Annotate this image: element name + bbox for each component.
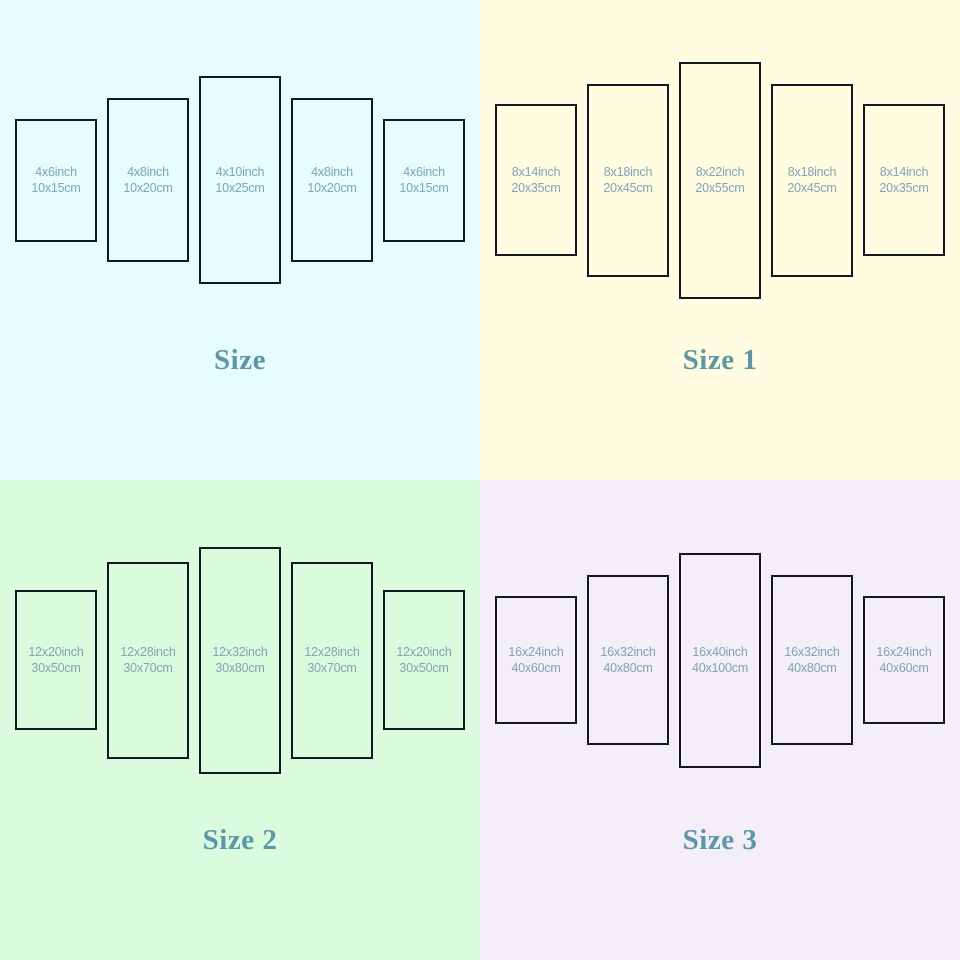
canvas-panel: 16x32inch 40x80cm <box>771 575 853 745</box>
panel-cluster: 12x20inch 30x50cm 12x28inch 30x70cm 12x32inc… <box>0 480 480 840</box>
panel-dimension-label: 8x14inch 20x35cm <box>879 164 929 197</box>
canvas-panel: 12x28inch 30x70cm <box>291 561 373 759</box>
panel-dimension-cm: 20x35cm <box>511 181 561 195</box>
panel-cluster: 16x24inch 40x60cm 16x32inch 40x80cm 16x40inc… <box>480 480 960 840</box>
size-option-title: Size 1 <box>682 344 758 376</box>
canvas-panel: 16x24inch 40x60cm <box>863 596 945 724</box>
size-option-size-1[interactable]: 8x14inch 20x35cm 8x18inch 20x45cm 8x22inch 20… <box>480 0 960 480</box>
panel-dimension-cm: 10x15cm <box>31 181 81 195</box>
panel-dimension-inch: 4x8inch <box>127 164 169 179</box>
canvas-panel: 12x28inch 30x70cm <box>107 561 189 759</box>
canvas-panel: 16x24inch 40x60cm <box>495 596 577 724</box>
canvas-panel: 8x18inch 20x45cm <box>587 83 669 277</box>
panel-dimension-label: 8x18inch 20x45cm <box>603 164 653 197</box>
panel-dimension-inch: 12x28inch <box>120 644 176 659</box>
size-option-size[interactable]: 4x6inch 10x15cm 4x8inch 10x20cm 4x10inch 10x2… <box>0 0 480 480</box>
panel-dimension-label: 12x32inch 30x80cm <box>212 644 267 677</box>
panel-dimension-cm: 40x60cm <box>511 661 561 675</box>
panel-dimension-label: 16x32inch 40x80cm <box>784 644 839 677</box>
canvas-panel: 12x20inch 30x50cm <box>15 590 97 730</box>
panel-dimension-cm: 30x70cm <box>307 661 357 675</box>
size-option-size-2[interactable]: 12x20inch 30x50cm 12x28inch 30x70cm 12x32inc… <box>0 480 480 960</box>
panel-dimension-label: 16x24inch 40x60cm <box>508 644 563 677</box>
panel-dimension-cm: 40x60cm <box>879 661 929 675</box>
panel-dimension-cm: 30x50cm <box>399 661 449 675</box>
panel-dimension-label: 12x28inch 30x70cm <box>120 644 175 677</box>
panel-dimension-inch: 16x24inch <box>876 644 932 659</box>
panel-dimension-inch: 8x14inch <box>511 164 561 179</box>
panel-dimension-inch: 12x32inch <box>212 644 268 659</box>
panel-dimension-inch: 16x32inch <box>784 644 840 659</box>
panel-dimension-inch: 16x32inch <box>600 644 656 659</box>
panel-dimension-cm: 40x100cm <box>691 661 749 675</box>
panel-dimension-label: 12x20inch 30x50cm <box>396 644 451 677</box>
panel-dimension-label: 16x24inch 40x60cm <box>876 644 931 677</box>
canvas-panel: 4x10inch 10x25cm <box>199 76 281 284</box>
panel-dimension-label: 16x40inch 40x100cm <box>692 644 748 677</box>
panel-dimension-inch: 4x6inch <box>35 164 77 179</box>
panel-dimension-cm: 40x80cm <box>603 661 653 675</box>
panel-dimension-inch: 12x28inch <box>304 644 360 659</box>
panel-dimension-cm: 40x80cm <box>787 661 837 675</box>
panel-dimension-label: 16x32inch 40x80cm <box>600 644 655 677</box>
canvas-panel: 16x32inch 40x80cm <box>587 575 669 745</box>
canvas-panel: 16x40inch 40x100cm <box>679 552 761 768</box>
panel-dimension-inch: 16x24inch <box>508 644 564 659</box>
panel-dimension-label: 8x18inch 20x45cm <box>787 164 837 197</box>
panel-dimension-label: 4x6inch 10x15cm <box>399 164 449 197</box>
panel-dimension-inch: 8x18inch <box>787 164 837 179</box>
panel-dimension-cm: 20x45cm <box>787 181 837 195</box>
panel-dimension-label: 12x20inch 30x50cm <box>28 644 83 677</box>
panel-dimension-label: 4x8inch 10x20cm <box>307 164 357 197</box>
canvas-panel: 4x6inch 10x15cm <box>383 118 465 242</box>
panel-cluster: 8x14inch 20x35cm 8x18inch 20x45cm 8x22inch 20… <box>480 0 960 360</box>
canvas-panel: 4x6inch 10x15cm <box>15 118 97 242</box>
panel-dimension-cm: 20x55cm <box>695 181 745 195</box>
panel-dimension-cm: 30x50cm <box>31 661 81 675</box>
panel-dimension-cm: 20x45cm <box>603 181 653 195</box>
canvas-panel: 8x14inch 20x35cm <box>495 104 577 256</box>
panel-dimension-label: 8x14inch 20x35cm <box>511 164 561 197</box>
size-option-title: Size <box>214 344 266 376</box>
panel-dimension-label: 12x28inch 30x70cm <box>304 644 359 677</box>
panel-dimension-inch: 12x20inch <box>396 644 452 659</box>
panel-dimension-inch: 4x10inch <box>215 164 265 179</box>
panel-dimension-label: 4x6inch 10x15cm <box>31 164 81 197</box>
panel-dimension-cm: 10x20cm <box>123 181 173 195</box>
panel-dimension-cm: 10x15cm <box>399 181 449 195</box>
panel-cluster: 4x6inch 10x15cm 4x8inch 10x20cm 4x10inch 10x2… <box>0 0 480 360</box>
panel-dimension-cm: 10x25cm <box>215 181 265 195</box>
panel-dimension-inch: 8x18inch <box>603 164 653 179</box>
panel-dimension-label: 8x22inch 20x55cm <box>695 164 745 197</box>
panel-dimension-inch: 4x6inch <box>403 164 445 179</box>
panel-dimension-inch: 8x22inch <box>695 164 745 179</box>
panel-dimension-cm: 10x20cm <box>307 181 357 195</box>
panel-dimension-inch: 8x14inch <box>879 164 929 179</box>
panel-dimension-inch: 12x20inch <box>28 644 84 659</box>
panel-dimension-label: 4x8inch 10x20cm <box>123 164 173 197</box>
size-option-title: Size 2 <box>202 824 278 856</box>
panel-dimension-inch: 16x40inch <box>692 644 748 659</box>
canvas-panel: 8x22inch 20x55cm <box>679 61 761 299</box>
size-option-size-3[interactable]: 16x24inch 40x60cm 16x32inch 40x80cm 16x40inc… <box>480 480 960 960</box>
canvas-panel: 12x32inch 30x80cm <box>199 546 281 774</box>
panel-dimension-cm: 20x35cm <box>879 181 929 195</box>
panel-dimension-cm: 30x70cm <box>123 661 173 675</box>
canvas-panel: 4x8inch 10x20cm <box>291 98 373 262</box>
panel-dimension-cm: 30x80cm <box>215 661 265 675</box>
canvas-panel: 8x14inch 20x35cm <box>863 104 945 256</box>
panel-dimension-inch: 4x8inch <box>311 164 353 179</box>
canvas-panel: 12x20inch 30x50cm <box>383 590 465 730</box>
canvas-panel: 4x8inch 10x20cm <box>107 98 189 262</box>
panel-dimension-label: 4x10inch 10x25cm <box>215 164 265 197</box>
canvas-panel: 8x18inch 20x45cm <box>771 83 853 277</box>
size-option-title: Size 3 <box>682 824 758 856</box>
